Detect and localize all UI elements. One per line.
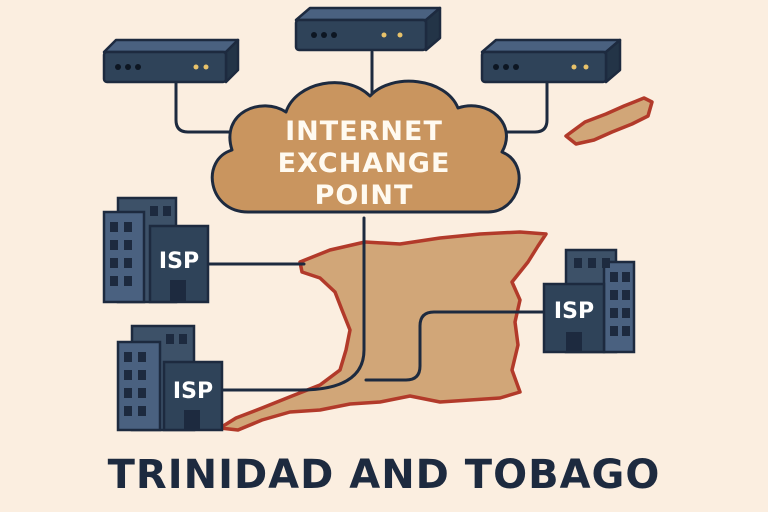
isp-label: ISP <box>173 379 213 404</box>
trinidad-island <box>218 230 548 432</box>
hub-label-line-1: INTERNET <box>285 116 443 147</box>
link-left-router <box>174 80 252 134</box>
link-isp-lower-left <box>218 216 366 392</box>
link-right-router <box>498 80 549 134</box>
router-left <box>102 38 240 84</box>
connection-lines <box>174 50 549 392</box>
hub-label-line-2: EXCHANGE <box>278 148 451 179</box>
isp-label: ISP <box>159 249 199 274</box>
country-caption: TRINIDAD AND TOBAGO <box>107 452 661 498</box>
hub-label-line-3: POINT <box>315 180 414 211</box>
router-right <box>480 38 622 84</box>
isp-label: ISP <box>554 299 594 324</box>
exchange-cloud <box>210 79 521 214</box>
isp-building-upper-left: ISP <box>102 196 210 304</box>
isp-building-right: ISP <box>542 248 636 354</box>
isp-building-lower-left: ISP <box>116 324 224 432</box>
link-isp-right <box>364 310 548 382</box>
router-center <box>294 6 442 52</box>
tobago-island <box>564 96 654 146</box>
